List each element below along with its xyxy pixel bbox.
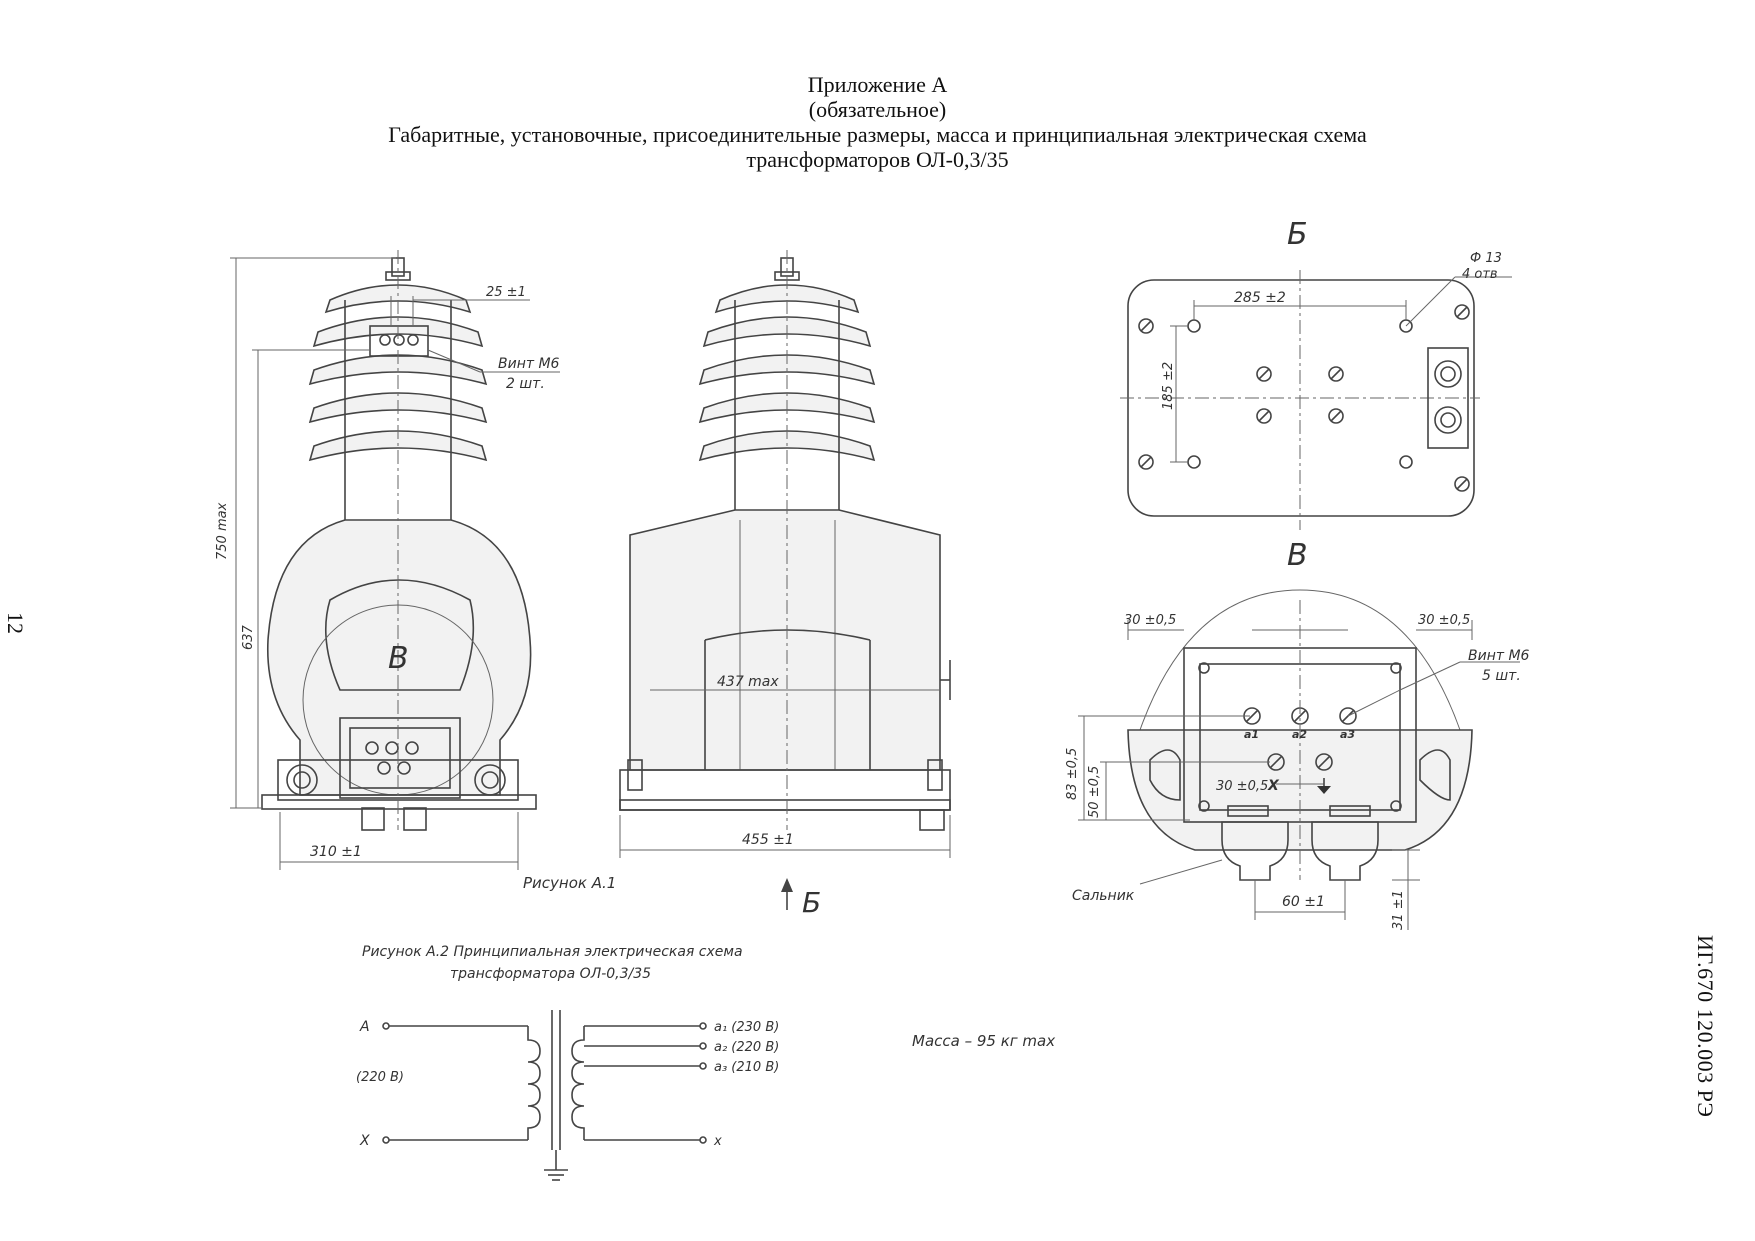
dim-83: 83 ±0,5 [1065, 748, 1080, 800]
appendix-subtitle-cont: трансформаторов ОЛ-0,3/35 [746, 147, 1009, 172]
side-view [619, 250, 951, 910]
dim-285: 285 ±2 [1234, 290, 1286, 306]
gland-label: Сальник [1072, 888, 1135, 904]
dim-50: 50 ±0,5 [1087, 766, 1102, 818]
dim-637: 637 [241, 624, 256, 650]
dim-30-mid: 30 ±0,5 [1216, 779, 1268, 794]
mass-label: Масса – 95 кг max [912, 1032, 1055, 1050]
terminal-a3: а3 [1340, 728, 1355, 741]
dim-750: 750 max [215, 502, 230, 560]
dim-25: 25 ±1 [486, 285, 526, 300]
appendix-header: Приложение А (обязательное) Габаритные, … [0, 72, 1755, 172]
primary-a-label: А [359, 1019, 370, 1035]
dim-437: 437 max [717, 674, 779, 690]
terminal-a1: а1 [1244, 728, 1259, 741]
appendix-status: (обязательное) [808, 97, 947, 122]
terminal-a2: а2 [1292, 728, 1307, 741]
figure2-caption-line1: Рисунок А.2 Принципиальная электрическая… [362, 944, 743, 960]
schematic [382, 1010, 707, 1181]
appendix-subtitle: Габаритные, установочные, присоединитель… [388, 122, 1367, 147]
view-b-plate [1120, 270, 1512, 530]
secondary-a1-label: а₁ (230 В) [714, 1020, 779, 1035]
view-v-box [1078, 589, 1520, 930]
figure1-caption: Рисунок А.1 [523, 874, 616, 892]
hole-diameter: Ф 13 [1470, 251, 1502, 266]
hole-count: 4 отв [1462, 267, 1498, 282]
dim-30-right: 30 ±0,5 [1418, 613, 1470, 628]
box-screw-label: Винт М6 [1468, 648, 1530, 664]
appendix-title: Приложение А [807, 72, 948, 97]
primary-x-label: Х [359, 1133, 370, 1149]
box-screw-count: 5 шт. [1482, 668, 1521, 684]
dim-31: 31 ±1 [1391, 890, 1406, 930]
screw-label: Винт М6 [498, 356, 560, 372]
primary-voltage-label: (220 В) [356, 1070, 404, 1085]
dim-455: 455 ±1 [742, 832, 794, 848]
ground-icon [1317, 778, 1331, 794]
figure2-caption-line2: трансформатора ОЛ-0,3/35 [450, 966, 651, 982]
view-v-marker: В [388, 641, 409, 676]
secondary-a2-label: а₂ (220 В) [714, 1040, 779, 1055]
secondary-x-label: х [713, 1134, 722, 1149]
dim-185: 185 ±2 [1161, 362, 1176, 410]
screw-count: 2 шт. [506, 376, 545, 392]
view-v-title: В [1287, 538, 1308, 573]
dim-60: 60 ±1 [1282, 894, 1325, 910]
view-b-arrow-label: Б [802, 886, 821, 919]
secondary-a3-label: а₃ (210 В) [714, 1060, 779, 1075]
front-view [230, 250, 560, 870]
terminal-x: Х [1267, 778, 1280, 794]
view-b-title: Б [1287, 217, 1308, 252]
dim-310: 310 ±1 [310, 844, 362, 860]
dim-30-left: 30 ±0,5 [1124, 613, 1176, 628]
